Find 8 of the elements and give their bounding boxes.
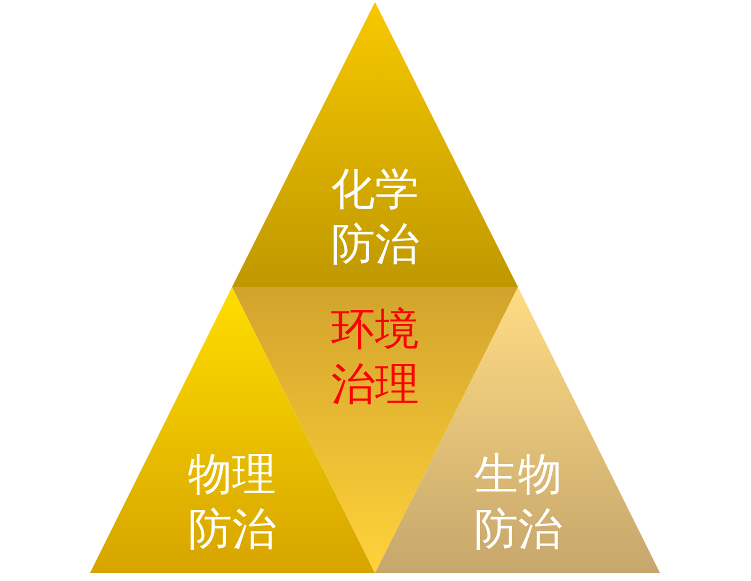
triangle-segment [232,287,518,573]
segment-label: 化学防治 [331,163,419,272]
segment-label: 物理防治 [188,448,276,557]
segment-label: 生物防治 [474,448,562,557]
triangle-segment [90,287,375,573]
triangle-segment [375,287,660,573]
triangle-segment [232,2,518,287]
segment-label: 环境治理 [331,303,419,412]
